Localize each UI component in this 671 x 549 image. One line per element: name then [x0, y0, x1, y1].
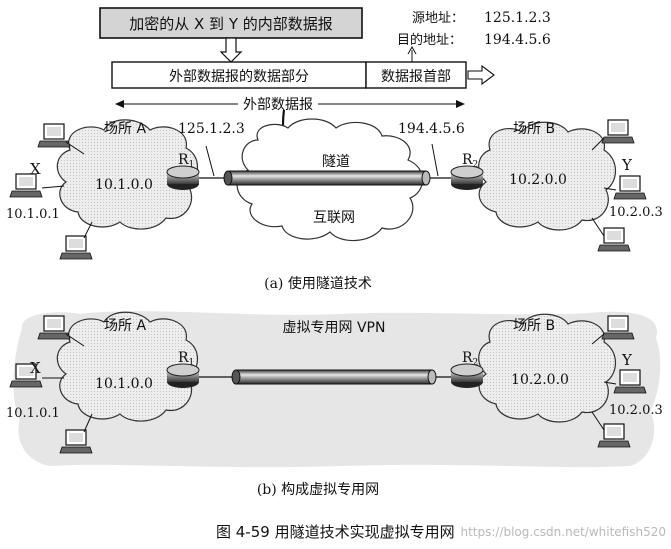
computer-icon	[37, 123, 71, 148]
site-a-label-vpn: 场所 A	[104, 318, 146, 334]
computer-icon	[59, 235, 93, 260]
vpn-label: 虚拟专用网 VPN	[283, 320, 386, 336]
outer-datagram-box: 外部数据报的数据部分 数据报首部	[111, 61, 495, 89]
r2-label: R2	[462, 152, 478, 170]
site-a-cloud	[56, 119, 199, 230]
src-addr-label: 源地址：	[412, 11, 464, 26]
header-label: 数据报首部	[381, 69, 451, 85]
host-x-ip: 10.1.0.1	[6, 207, 60, 222]
net-b-label-vpn: 10.2.0.0	[511, 372, 569, 388]
dst-addr-value: 194.4.5.6	[484, 32, 551, 48]
computer-icon	[597, 423, 631, 448]
computer-icon	[9, 363, 43, 388]
router-r2	[450, 165, 484, 190]
router-r1	[166, 165, 200, 190]
computer-icon	[613, 175, 647, 200]
host-x-label: X	[30, 160, 41, 178]
tunnel-label: 隧道	[322, 154, 350, 170]
r2-ip: 194.4.5.6	[398, 121, 465, 137]
net-a-label: 10.1.0.0	[95, 177, 153, 193]
r1-ip: 125.1.2.3	[178, 121, 245, 137]
computer-icon	[613, 369, 647, 394]
computer-icon	[59, 429, 93, 454]
net-a-label-vpn: 10.1.0.0	[95, 376, 153, 392]
computer-icon	[601, 315, 635, 340]
computer-icon	[9, 173, 43, 198]
encrypted-box-label: 加密的从 X 到 Y 的内部数据报	[129, 15, 333, 33]
internet-label: 互联网	[313, 210, 355, 226]
router-r1-vpn	[166, 363, 200, 388]
src-addr-value: 125.1.2.3	[484, 10, 551, 26]
router-r2-vpn	[450, 363, 484, 388]
encrypted-inner-datagram: 加密的从 X 到 Y 的内部数据报	[99, 7, 363, 39]
host-y-ip-vpn: 10.2.0.3	[609, 403, 663, 418]
site-a-label: 场所 A	[104, 121, 146, 137]
caption-b: (b) 构成虚拟专用网	[257, 482, 379, 498]
computer-icon	[37, 315, 71, 340]
host-y-label: Y	[621, 156, 633, 174]
host-y-label-vpn: Y	[621, 351, 633, 369]
caption-a: (a) 使用隧道技术	[264, 275, 372, 292]
r2-label-vpn: R2	[462, 350, 478, 368]
site-b-label: 场所 B	[513, 121, 555, 137]
outer-datagram-span: 外部数据报	[115, 97, 465, 113]
host-y-ip: 10.2.0.3	[609, 205, 663, 220]
r1-label-vpn: R1	[178, 350, 194, 368]
vpn-pipe	[231, 369, 437, 385]
tunnel-pipe	[223, 170, 431, 186]
data-part-label: 外部数据报的数据部分	[169, 69, 309, 85]
net-b-label: 10.2.0.0	[509, 172, 567, 188]
figure-caption: 图 4-59 用隧道技术实现虚拟专用网	[216, 523, 455, 541]
watermark: https://blog.csdn.net/whitefish520	[460, 525, 666, 539]
site-b-cloud	[478, 121, 617, 231]
direction-arrow	[467, 64, 495, 86]
computer-icon	[601, 119, 635, 144]
site-a-cloud-vpn	[56, 311, 199, 422]
header-pointer-arrow	[407, 45, 417, 62]
dst-addr-label: 目的地址：	[397, 32, 462, 48]
encapsulation-arrow	[219, 37, 243, 63]
computer-icon	[597, 227, 631, 252]
outer-datagram-label: 外部数据报	[243, 97, 313, 113]
site-b-cloud-vpn	[478, 313, 617, 423]
host-x-label-vpn: X	[30, 359, 41, 377]
host-x-ip-vpn: 10.1.0.1	[6, 406, 60, 421]
site-b-label-vpn: 场所 B	[513, 318, 555, 334]
r1-label: R1	[178, 152, 194, 170]
